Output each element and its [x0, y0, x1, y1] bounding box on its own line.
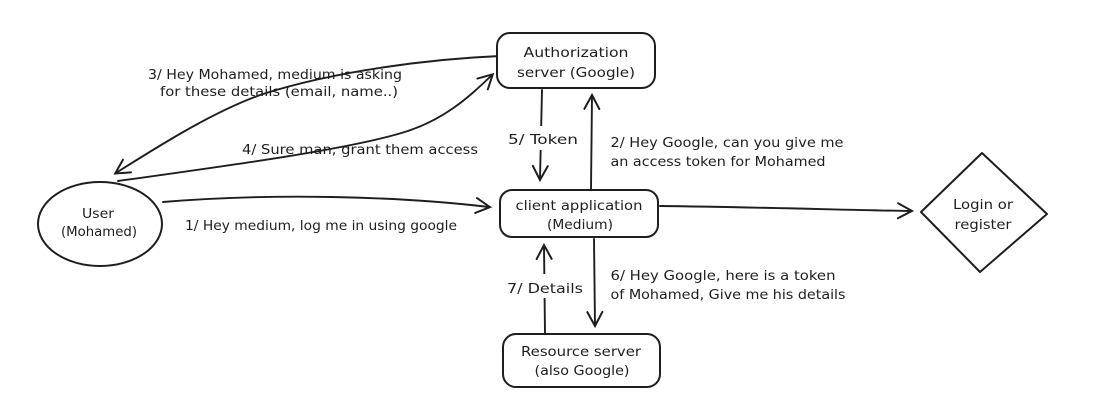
resource-server-box — [502, 333, 661, 388]
step3-label-line2: for these details (email, name..) — [160, 84, 398, 100]
auth-server-node: Authorization server (Google) — [496, 32, 656, 89]
step1-label: 1/ Hey medium, log me in using google — [185, 218, 457, 234]
step3-label-line1: 3/ Hey Mohamed, medium is asking — [148, 67, 402, 83]
resource-server-label-line1: Resource server — [521, 344, 641, 360]
step2-label-line1: 2/ Hey Google, can you give me — [611, 135, 844, 151]
login-register-node: Login or register — [920, 152, 1048, 273]
step2-label-line2: an access token for Mohamed — [611, 154, 826, 170]
arrow-step4 — [117, 72, 495, 182]
step7-label-bg — [502, 274, 588, 298]
arrow-step3 — [113, 55, 501, 175]
login-register-label-line1: Login or — [953, 197, 1013, 213]
resource-server-label-line2: (also Google) — [535, 363, 630, 379]
step5-label: 5/ Token — [508, 132, 578, 148]
arrow-step6 — [586, 238, 604, 329]
client-app-node: client application (Medium) — [499, 189, 659, 238]
login-register-diamond — [920, 152, 1048, 273]
client-app-box — [499, 189, 659, 238]
auth-server-label-line2: server (Google) — [517, 65, 635, 81]
step6-label-line1: 6/ Hey Google, here is a token — [611, 268, 836, 284]
step7-label: 7/ Details — [507, 281, 583, 297]
auth-server-label-line1: Authorization — [524, 45, 629, 61]
arrow-step2 — [583, 92, 601, 190]
login-register-label-line2: register — [955, 217, 1012, 233]
step6-label-line2: of Mohamed, Give me his details — [611, 287, 846, 303]
step5-label-bg — [503, 126, 583, 150]
user-node: User (Mohamed) — [37, 181, 163, 267]
client-app-label-line1: client application — [516, 198, 643, 214]
auth-server-box — [496, 32, 656, 89]
step4-label: 4/ Sure man, grant them access — [242, 142, 478, 158]
arrow-to-login — [659, 202, 915, 220]
user-ellipse — [37, 181, 163, 267]
user-label-line2: (Mohamed) — [61, 224, 137, 240]
client-app-label-line2: (Medium) — [547, 217, 613, 233]
user-label-line1: User — [82, 206, 114, 222]
arrow-step1 — [162, 195, 493, 214]
resource-server-node: Resource server (also Google) — [502, 333, 661, 388]
